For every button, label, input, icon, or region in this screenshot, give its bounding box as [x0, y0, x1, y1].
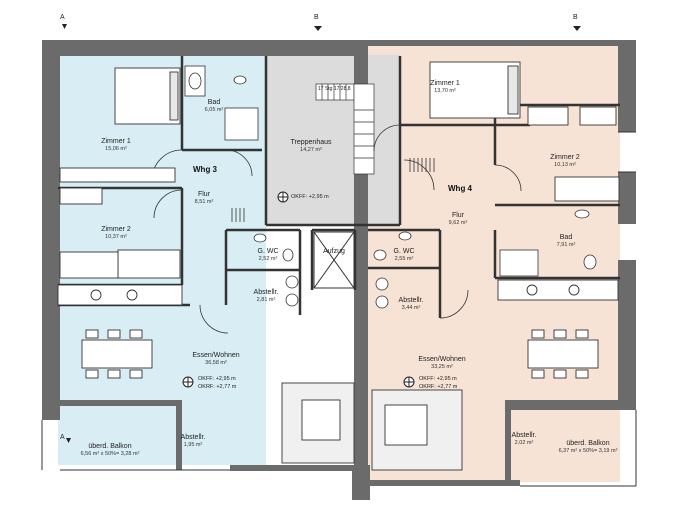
room-area: 2,02 m² [514, 440, 534, 446]
staircase [315, 83, 375, 175]
room-name: Flur [197, 191, 211, 198]
room-area: 3,44 m² [401, 305, 421, 311]
apartment-label-whg4: Whg 4 [448, 184, 472, 193]
room-name: Abstellr. [253, 289, 279, 296]
room-name: Abstellr. [511, 432, 537, 439]
room-gwc-w4: G. WC 2,55 m² [394, 248, 415, 263]
kitchen-counters [57, 279, 619, 306]
bath-fixtures [184, 65, 597, 309]
section-mark-b-right: B [573, 14, 578, 21]
room-flur-w3: Flur 8,51 m² [195, 191, 214, 206]
stair-label: 17 Stg 17/28,8 [318, 86, 351, 92]
room-aufzug: Aufzug [323, 248, 345, 256]
section-mark-a-top: A [60, 14, 65, 21]
room-abstellr-w4: Abstellr. 3,44 m² [399, 297, 424, 312]
room-zimmer2-w4: Zimmer 2 10,13 m² [550, 154, 580, 169]
apartment-label-whg3: Whg 3 [193, 165, 217, 174]
window-lines [41, 131, 637, 487]
room-abstellr2-w4: Abstellr. 2,02 m² [512, 432, 537, 447]
room-name: Treppenhaus [290, 139, 332, 146]
room-area: 14,27 m² [300, 147, 322, 153]
room-area: 6,05 m² [204, 107, 224, 113]
room-bad-w4: Bad 7,91 m² [557, 234, 576, 249]
room-zimmer1-w3: Zimmer 1 15,06 m² [101, 138, 131, 153]
radiators [231, 158, 435, 222]
level-treppe: OKFF: +2,95 m [291, 194, 329, 200]
room-area: 9,62 m² [448, 220, 468, 226]
room-treppenhaus: Treppenhaus 14,27 m² [291, 139, 332, 154]
dining-tables [81, 329, 599, 379]
room-area: 7,91 m² [556, 242, 576, 248]
room-gwc-w3: G. WC 2,52 m² [258, 248, 279, 263]
room-area: 13,70 m² [434, 88, 456, 94]
room-name: G. WC [393, 248, 415, 255]
room-name: Bad [207, 99, 221, 106]
room-name: Bad [559, 234, 573, 241]
room-name: Abstellr. [398, 297, 424, 304]
room-area: 2,52 m² [258, 256, 278, 262]
room-name: Zimmer 2 [550, 154, 580, 161]
room-name: G. WC [257, 248, 279, 255]
room-name: Aufzug [323, 248, 345, 255]
room-flur-w4: Flur 9,62 m² [449, 212, 468, 227]
elevator-shaft [313, 231, 355, 289]
room-essen-w3: Essen/Wohnen 36,58 m² [192, 352, 239, 367]
room-name: Zimmer 2 [101, 226, 131, 233]
room-name: Zimmer 1 [430, 80, 460, 87]
section-mark-b-left: B [314, 14, 319, 21]
room-name: überd. Balkon [88, 443, 132, 450]
room-area: 10,37 m² [105, 234, 127, 240]
room-area: 2,81 m² [256, 297, 276, 303]
room-area: 6,37 m² x 50%= 3,19 m² [558, 448, 618, 454]
room-name: Essen/Wohnen [418, 356, 466, 363]
level-essen-w4-okrf: OKRF: +2,77 m [419, 384, 458, 390]
room-area: 10,13 m² [554, 162, 576, 168]
room-area: 6,56 m² x 50%= 3,28 m² [80, 451, 140, 457]
section-markers [62, 24, 581, 443]
room-zimmer2-w3: Zimmer 2 10,37 m² [101, 226, 131, 241]
room-zimmer1-w4: Zimmer 1 13,70 m² [430, 80, 460, 95]
room-area: 8,51 m² [194, 199, 214, 205]
room-name: Essen/Wohnen [192, 352, 240, 359]
room-name: Zimmer 1 [101, 138, 131, 145]
room-abstellr2-w3: Abstellr. 1,95 m² [181, 434, 206, 449]
room-area: 2,55 m² [394, 256, 414, 262]
level-essen-w3-okff: OKFF: +2,95 m [198, 376, 236, 382]
room-name: Abstellr. [180, 434, 206, 441]
beds [59, 61, 620, 279]
level-markers [182, 191, 415, 388]
room-area: 33,25 m² [431, 364, 453, 370]
room-area: 15,06 m² [105, 146, 127, 152]
room-name: überd. Balkon [566, 440, 610, 447]
room-abstellr-w3: Abstellr. 2,81 m² [254, 289, 279, 304]
room-name: Flur [451, 212, 465, 219]
desks [59, 106, 617, 205]
living-furniture [281, 382, 463, 471]
room-essen-w4: Essen/Wohnen 33,25 m² [418, 356, 465, 371]
level-essen-w4-okff: OKFF: +2,95 m [419, 376, 457, 382]
room-area: 1,95 m² [183, 442, 203, 448]
section-mark-a-bottom: A [60, 434, 65, 441]
room-bad-w3: Bad 6,05 m² [205, 99, 224, 114]
room-balkon-w3: überd. Balkon 6,56 m² x 50%= 3,28 m² [81, 443, 140, 458]
level-essen-w3-okrf: OKRF: +2,77 m [198, 384, 237, 390]
room-balkon-w4: überd. Balkon 6,37 m² x 50%= 3,19 m² [559, 440, 618, 455]
room-area: 36,58 m² [205, 360, 227, 366]
